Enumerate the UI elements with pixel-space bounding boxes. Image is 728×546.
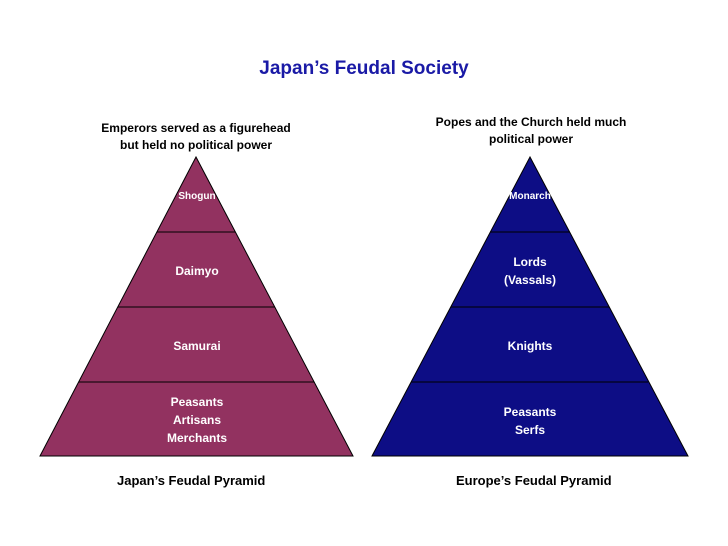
europe-tier-knights: Knights [507,339,553,353]
page-title: Japan’s Feudal Society [259,58,469,79]
japan-tier-samurai: Samurai [173,339,221,353]
japan-tier-peasants: Peasants Artisans Merchants [166,395,228,445]
japan-pyramid-label: Japan’s Feudal Pyramid [117,473,266,488]
japan-tier-daimyo: Daimyo [175,264,219,278]
europe-tier-lords: Lords (Vassals) [503,255,557,287]
europe-note: Popes and the Church held much political… [435,115,627,146]
japan-note: Emperors served as a figurehead but held… [101,121,291,152]
europe-tier-monarch: Monarch [509,191,551,202]
europe-tier-peasants: Peasants Serfs [503,405,557,437]
japan-tier-shogun: Shogun [178,191,216,202]
europe-pyramid-label: Europe’s Feudal Pyramid [456,473,612,488]
